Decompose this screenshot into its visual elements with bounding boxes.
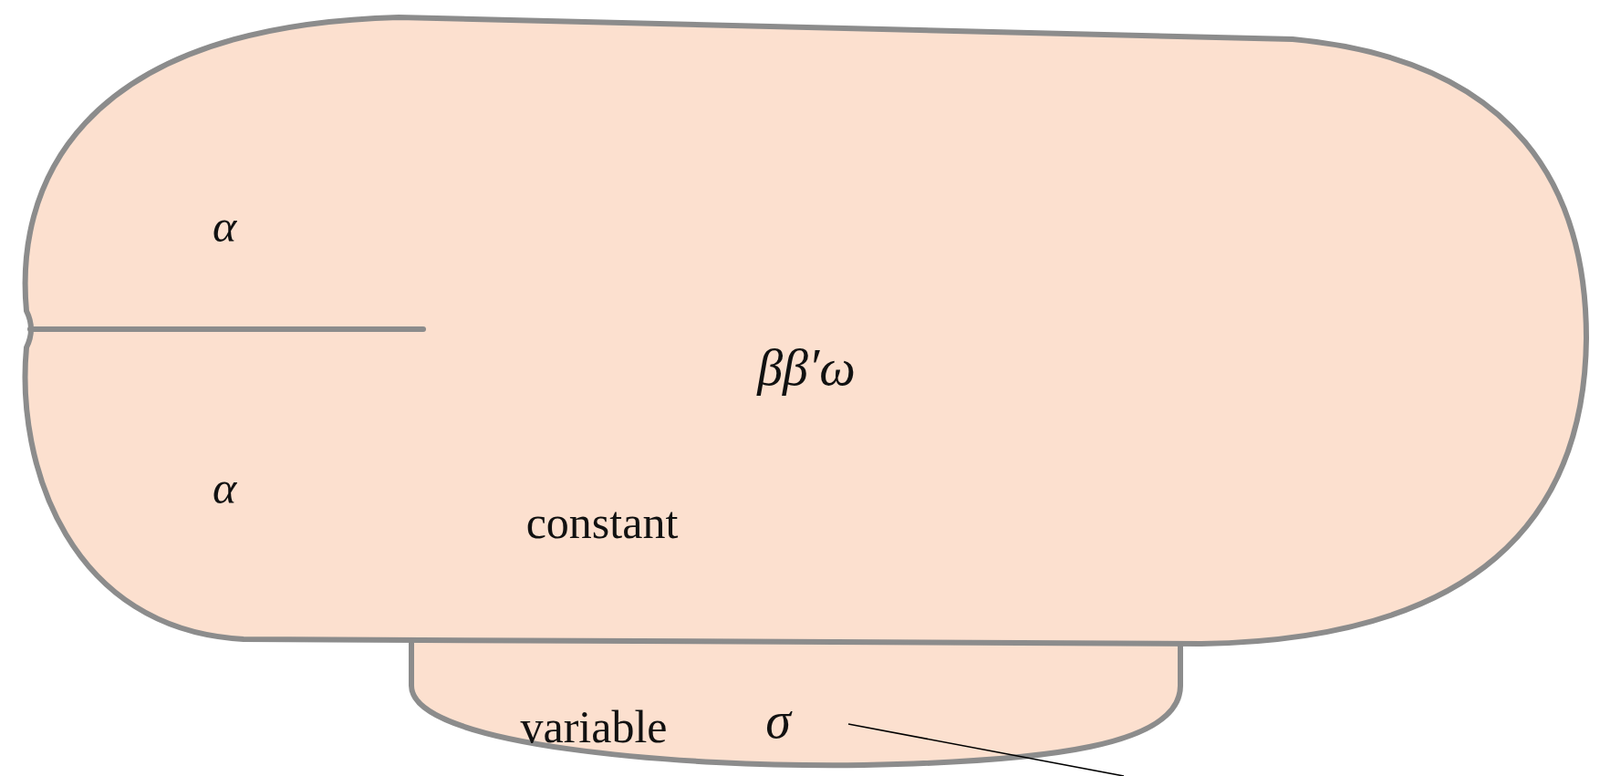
sigma-factor-shape: variable σ	[407, 638, 1185, 771]
core-enzyme-shape	[15, 10, 1592, 654]
shape-fill	[411, 638, 1181, 766]
subunit-label: α	[212, 465, 237, 511]
leader-line	[848, 724, 1124, 776]
shape-fill	[25, 17, 1587, 645]
subunit-label: α	[212, 203, 237, 250]
shape-outline	[25, 17, 1587, 645]
region-label: variable	[519, 704, 667, 750]
core-enzyme-shape: α α ββ′ω constant	[15, 10, 1592, 654]
subunit-label: σ	[765, 695, 791, 747]
shape-outline	[30, 326, 424, 333]
subunit-label: ββ′ω	[757, 342, 856, 394]
region-label: constant	[526, 499, 679, 546]
shape-outline	[411, 638, 1181, 766]
